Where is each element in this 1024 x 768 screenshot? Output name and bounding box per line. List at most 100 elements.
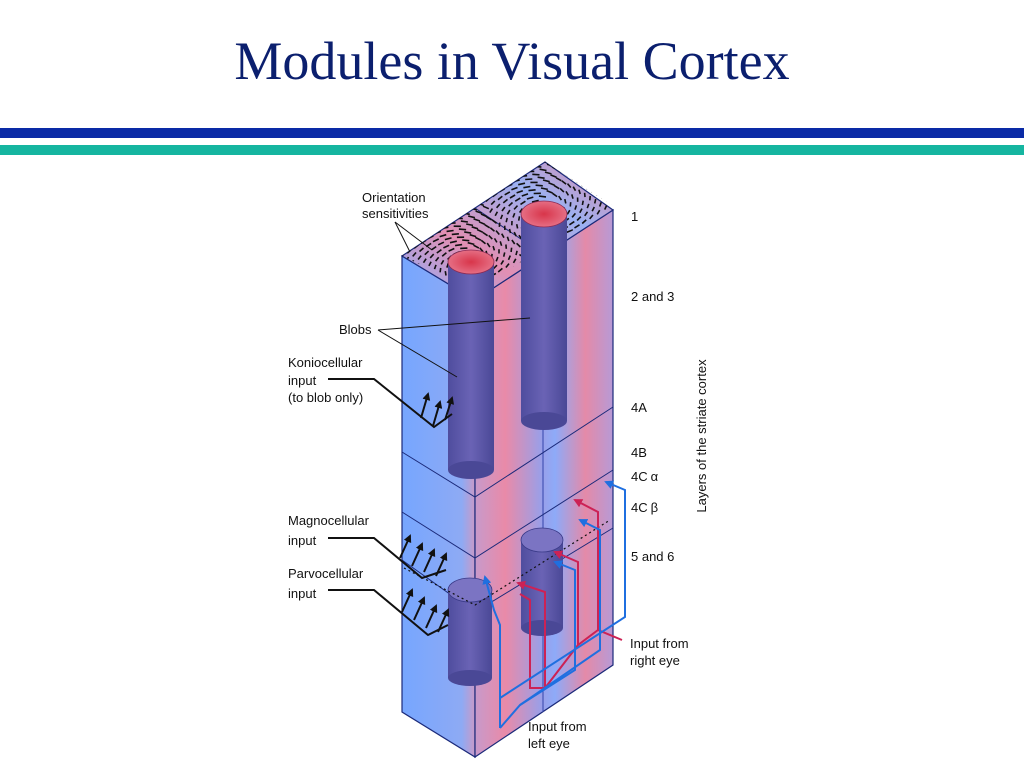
blob-left: [447, 249, 495, 479]
label-left-eye-line2: left eye: [528, 736, 570, 751]
orientation-dash: [495, 256, 499, 262]
orientation-dash: [579, 181, 584, 187]
layer-label-4b: 4B: [631, 445, 647, 460]
axis-title-layers: Layers of the striate cortex: [694, 359, 709, 513]
orientation-dash: [566, 183, 572, 189]
orientation-dash: [542, 179, 550, 183]
orientation-dash: [506, 236, 510, 242]
orientation-dash: [589, 214, 594, 220]
blob-right: [520, 200, 568, 430]
orientation-dash: [434, 256, 440, 262]
orientation-dash: [433, 264, 437, 270]
label-right-eye-line1: Input from: [630, 636, 689, 651]
orientation-dash: [585, 184, 589, 190]
right-eye-pathways: [516, 499, 623, 691]
orientation-dash: [572, 186, 577, 192]
orientation-dash: [513, 205, 519, 210]
orientation-dash: [559, 187, 565, 193]
label-left-eye-line1: Input from: [528, 719, 587, 734]
orientation-dash: [500, 259, 505, 265]
orientation-dash: [511, 186, 518, 191]
orientation-dash: [578, 189, 581, 195]
parvocellular-arrows: [328, 588, 450, 637]
orientation-dash: [540, 187, 548, 191]
orientation-dash: [566, 229, 574, 233]
orientation-dash: [565, 190, 570, 196]
orientation-dash: [486, 242, 491, 248]
orientation-dash: [564, 198, 567, 204]
orientation-dash: [469, 233, 477, 238]
orientation-dash: [506, 209, 511, 215]
orientation-dash: [501, 233, 505, 239]
orientation-dash: [584, 211, 589, 217]
orientation-dash: [492, 245, 496, 251]
orientation-dash: [507, 255, 512, 261]
orientation-dash: [520, 200, 526, 206]
orientation-dash: [581, 219, 587, 225]
orientation-dash: [550, 174, 557, 179]
orientation-dash: [480, 213, 488, 218]
orientation-dash: [479, 247, 484, 253]
orientation-dash: [512, 212, 516, 218]
label-konio-line2: input: [288, 373, 317, 388]
orientation-dash: [518, 182, 526, 186]
orientation-dash: [473, 218, 481, 222]
dotted-guide: [403, 519, 611, 606]
orientation-dash: [571, 194, 574, 199]
orientation-dash: [417, 255, 422, 260]
orientation-dash: [502, 198, 509, 204]
label-parvo-line2: input: [288, 586, 317, 601]
column-lower-left: [447, 577, 493, 686]
orientation-dash: [591, 206, 596, 212]
orientation-dash: [418, 247, 425, 253]
orientation-dash: [558, 195, 563, 201]
orientation-dash: [486, 216, 493, 221]
orientation-dash: [561, 180, 567, 185]
orientation-dash: [488, 234, 493, 240]
orientation-dash: [574, 205, 578, 210]
orientation-dash: [568, 220, 575, 226]
orientation-dash: [513, 231, 517, 237]
orientation-dash: [521, 193, 529, 197]
orientation-dash: [454, 243, 463, 247]
koniocellular-arrows: [328, 378, 454, 429]
orientation-dash: [537, 176, 545, 179]
layer-label-4c-beta-symbol: β: [651, 500, 658, 515]
orientation-dash: [535, 184, 543, 187]
orientation-dash: [566, 209, 571, 215]
orientation-dash: [495, 230, 500, 236]
leader-lines: [377, 221, 531, 378]
orientation-dash: [606, 197, 609, 203]
orientation-dash: [451, 233, 459, 236]
orientation-dash: [539, 168, 547, 172]
orientation-dash: [468, 215, 476, 219]
label-magno-line2: input: [288, 533, 317, 548]
orientation-dash: [466, 223, 474, 227]
label-konio-line1: Koniocellular: [288, 355, 363, 370]
orientation-dash: [555, 177, 562, 182]
orientation-dash: [443, 244, 450, 249]
orientation-dash: [473, 244, 480, 249]
title-divider-blue: [0, 128, 1024, 138]
layer-label-4a: 4A: [631, 400, 647, 415]
orientation-dash: [516, 189, 524, 194]
orientation-dash: [482, 205, 490, 210]
orientation-dash: [548, 182, 555, 186]
orientation-dash: [498, 222, 501, 227]
orientation-dash: [505, 263, 510, 268]
orientation-dash: [491, 219, 498, 224]
orientation-dash: [422, 258, 427, 264]
orientation-dash: [517, 216, 521, 221]
left-eye-pathways: [482, 480, 626, 729]
orientation-dash: [515, 224, 519, 229]
orientation-dash: [546, 189, 553, 194]
orientation-dash: [574, 178, 579, 184]
magnocellular-arrows: [328, 534, 448, 580]
orientation-dash: [444, 237, 452, 241]
orientation-dash: [526, 196, 534, 200]
orientation-dash: [432, 238, 440, 243]
orientation-dash: [593, 198, 597, 204]
orientation-dash: [531, 199, 539, 203]
orientation-dash: [476, 228, 484, 234]
